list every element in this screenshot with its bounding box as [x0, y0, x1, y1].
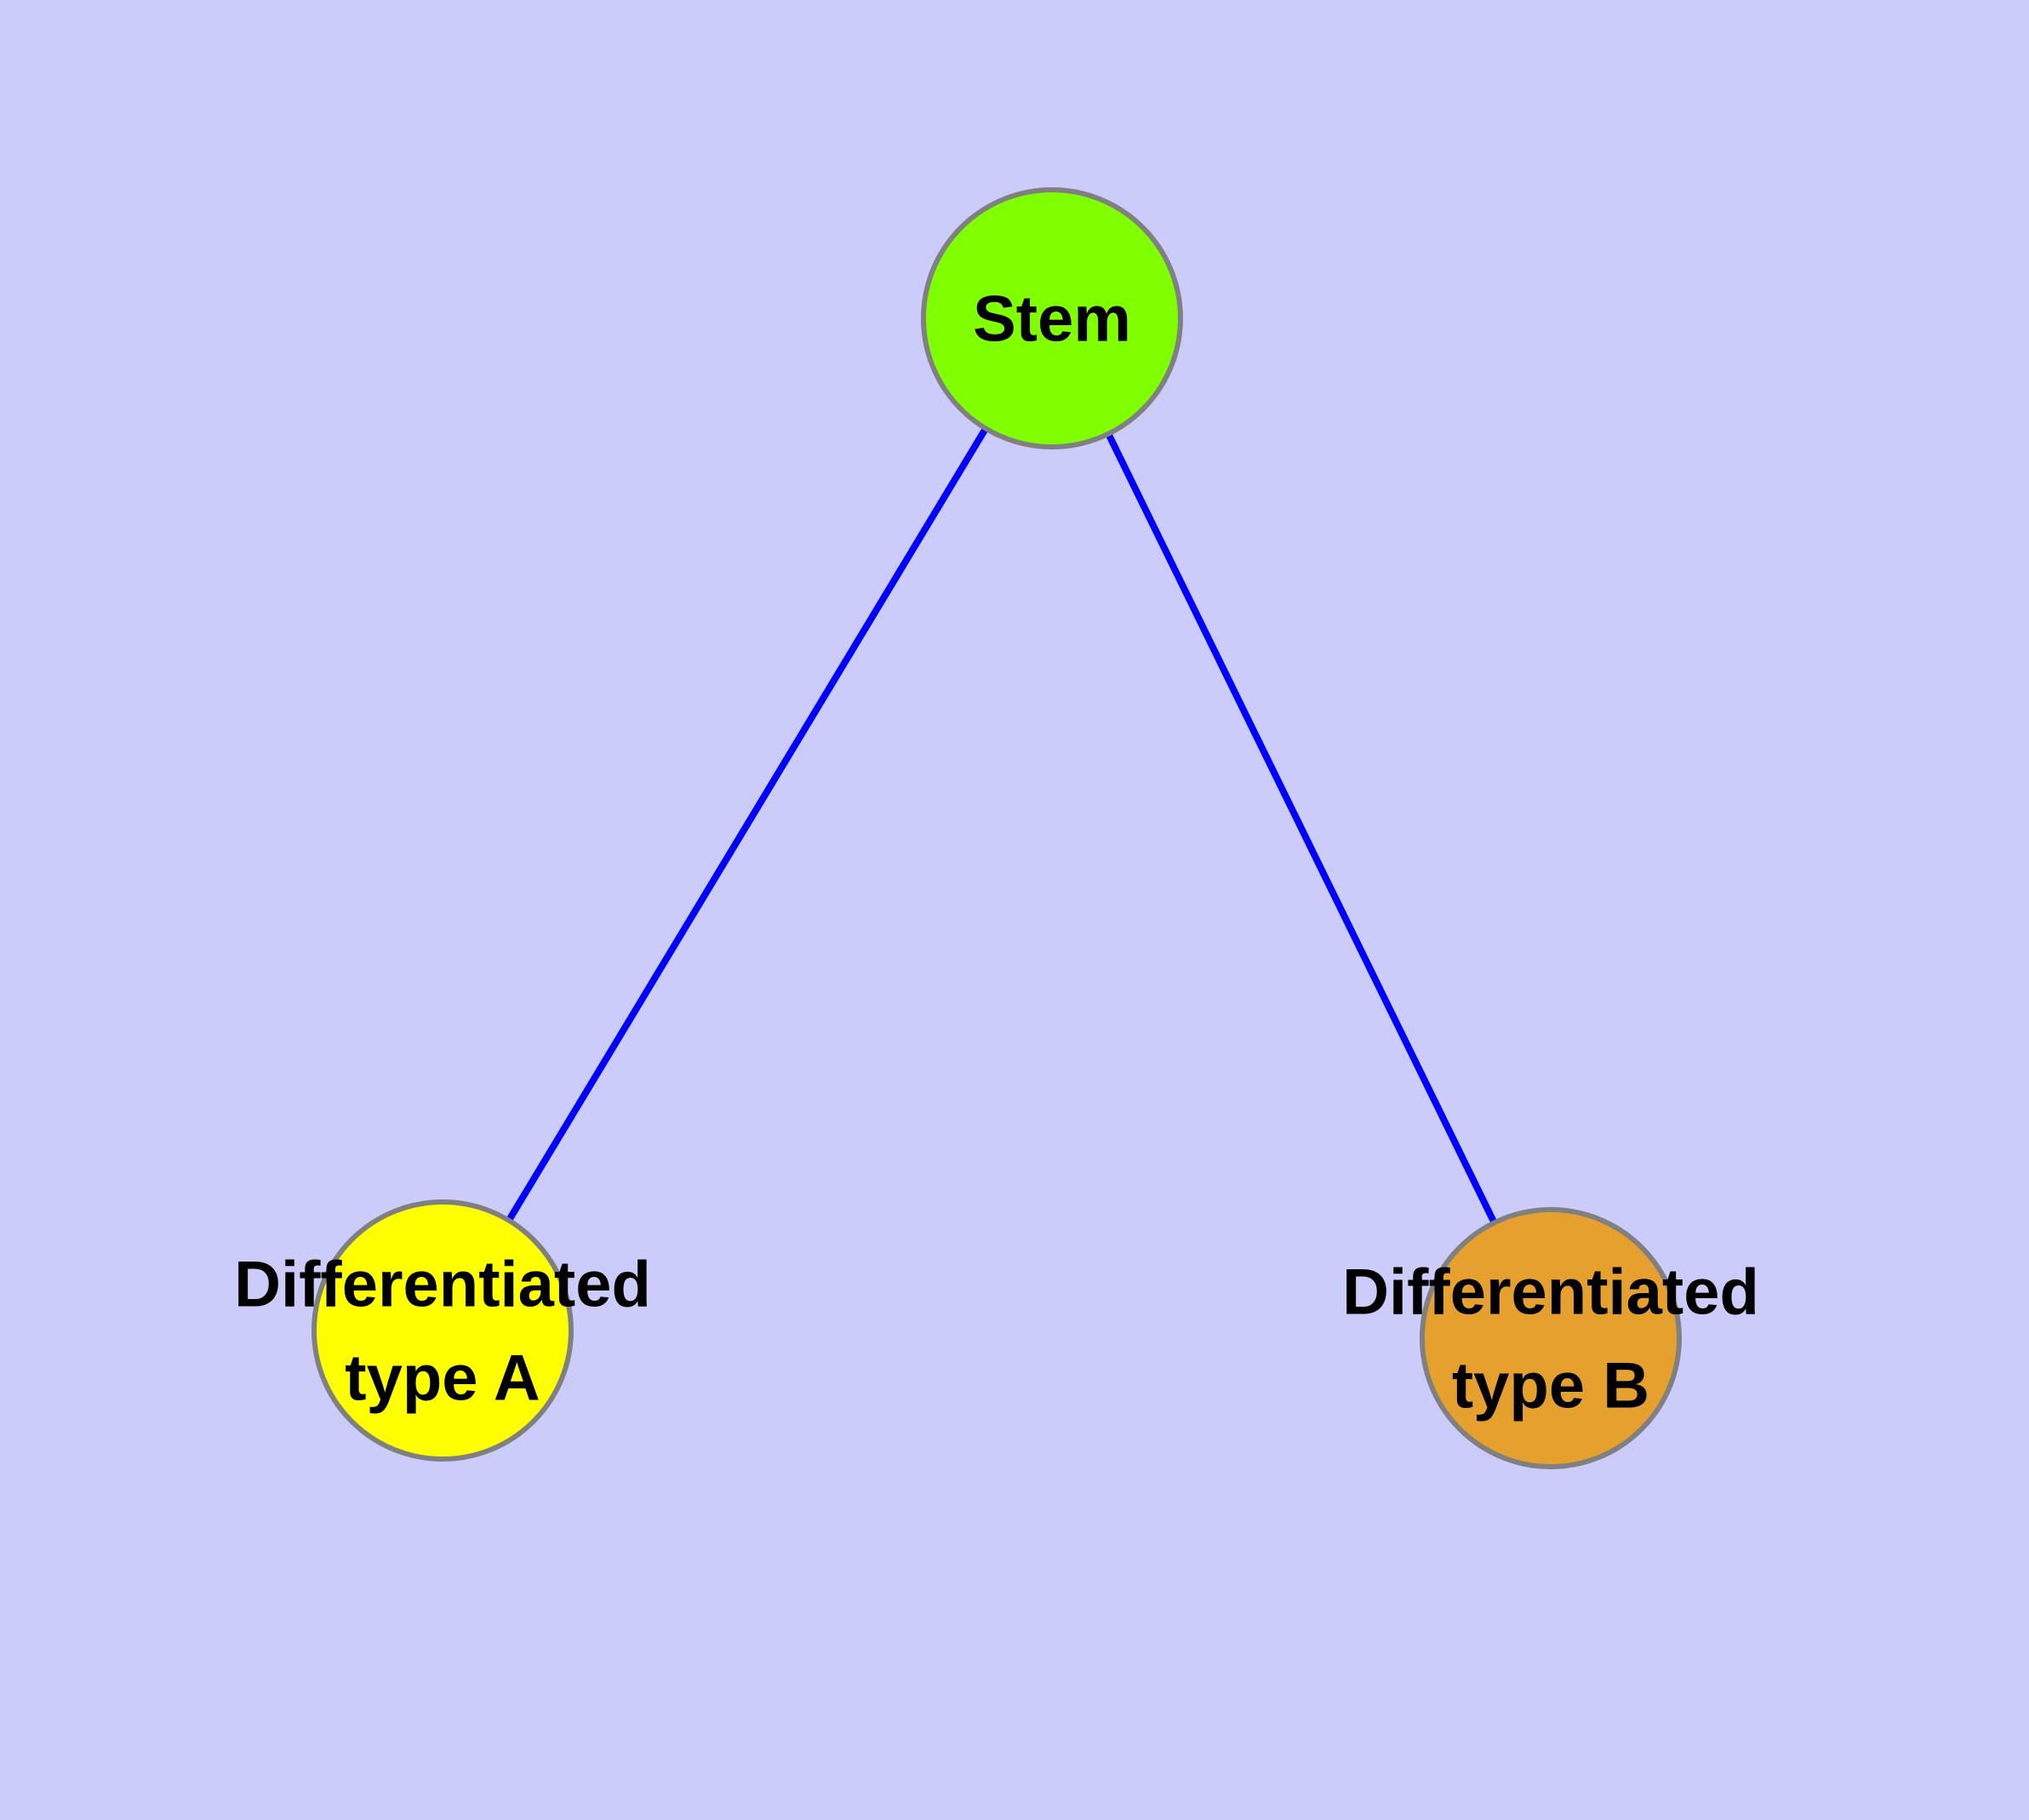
node-label-line: Stem: [973, 283, 1131, 356]
node-stem[interactable]: [921, 187, 1183, 449]
nodes-layer: [311, 187, 1682, 1469]
node-label-stem: Stem: [973, 283, 1131, 356]
node-label-differentiated-type-a: Differentiated type A: [234, 1249, 651, 1415]
node-stem-circle[interactable]: [921, 187, 1183, 449]
node-label-differentiated-type-b: Differentiated type B: [1342, 1256, 1759, 1422]
node-label-line: Differentiated: [234, 1249, 651, 1321]
node-label-line: type B: [1452, 1350, 1649, 1422]
node-differentiated-type-b-circle[interactable]: [1420, 1207, 1682, 1469]
node-differentiated-type-a-circle[interactable]: [311, 1199, 574, 1462]
node-differentiated-type-a[interactable]: [311, 1199, 574, 1462]
edge-stem-to-diff-b[interactable]: [1104, 431, 1499, 1226]
labels-layer: Stem Differentiated type A Differentiated…: [234, 283, 1759, 1422]
node-differentiated-type-b[interactable]: [1420, 1207, 1682, 1469]
edge-stem-to-diff-a[interactable]: [505, 425, 990, 1224]
node-label-line: Differentiated: [1342, 1256, 1759, 1329]
edges-layer: [505, 425, 1499, 1226]
node-label-line: type A: [345, 1342, 540, 1415]
